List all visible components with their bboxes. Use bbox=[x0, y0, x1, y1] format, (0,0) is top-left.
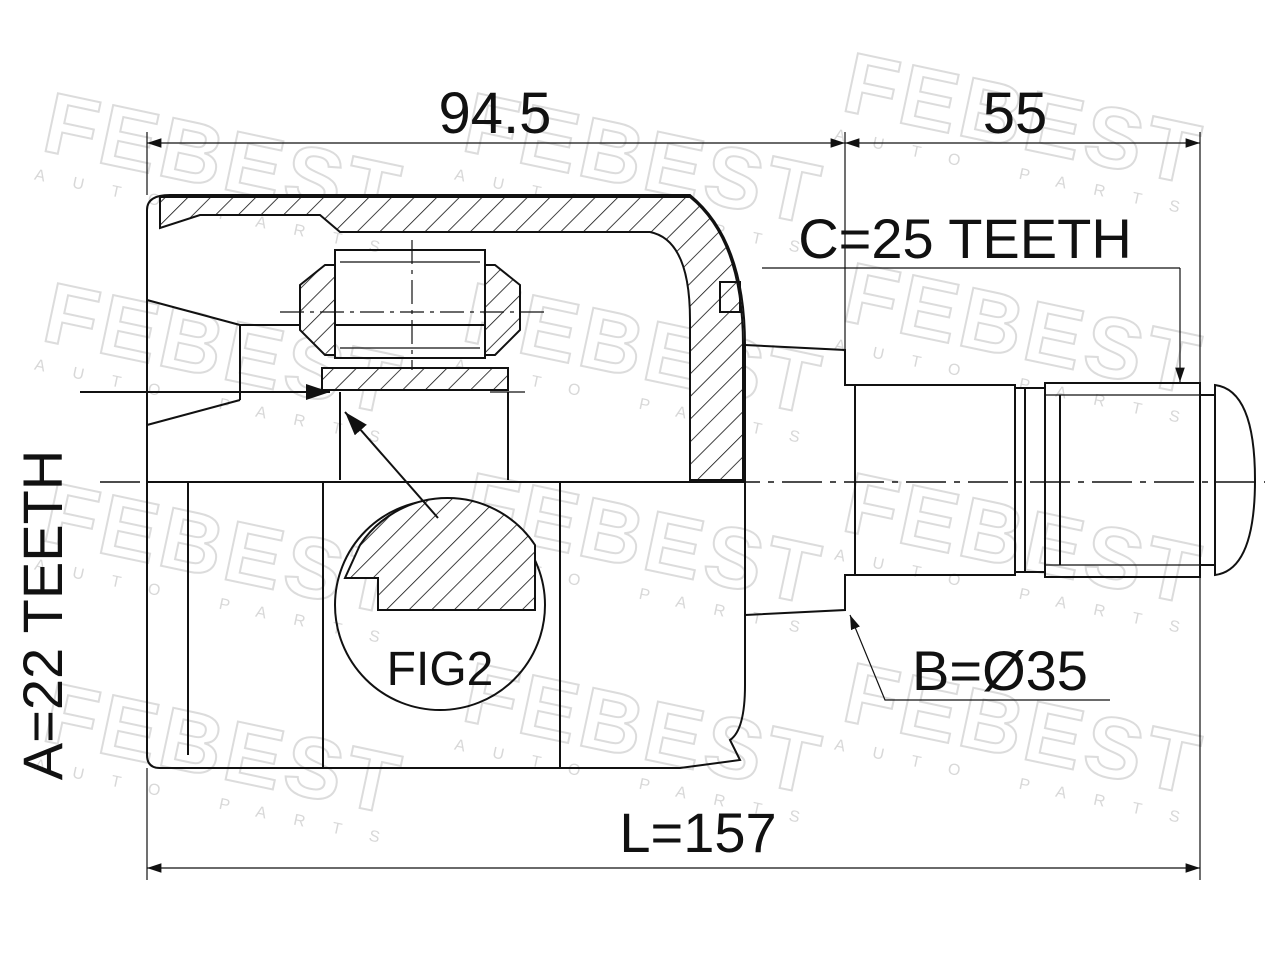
fig2-detail: FIG2 bbox=[334, 497, 546, 711]
fig2-hatch-area bbox=[343, 497, 536, 611]
total-length-label: L=157 bbox=[619, 801, 776, 864]
dim-total-length: L=157 bbox=[147, 801, 1200, 873]
housing-wall-section bbox=[159, 196, 744, 481]
inner-spline-label: A=22 TEETH bbox=[11, 450, 74, 780]
dim-shaft-length: 55 bbox=[845, 81, 1200, 148]
outer-spline-label: C=25 TEETH bbox=[798, 207, 1132, 270]
shaft bbox=[744, 344, 1257, 616]
shaft-length-label: 55 bbox=[983, 81, 1048, 146]
housing-length-label: 94.5 bbox=[439, 81, 552, 146]
watermark-9: FEBEST AUTO PARTS bbox=[833, 454, 1212, 643]
fig2-label: FIG2 bbox=[387, 643, 494, 696]
dim-housing-length: 94.5 bbox=[147, 81, 845, 148]
spider-section bbox=[321, 367, 509, 391]
tripod-roller bbox=[280, 240, 545, 480]
watermark-6: FEBEST AUTO PARTS bbox=[833, 244, 1212, 433]
watermark-layer: FEBEST AUTO PARTS FEBEST AUTO PARTS FEBE… bbox=[33, 34, 1212, 853]
seal-diameter-callout: B=Ø35 bbox=[849, 614, 1110, 702]
seal-diameter-label: B=Ø35 bbox=[912, 639, 1088, 702]
watermark-1: FEBEST AUTO PARTS bbox=[33, 74, 412, 263]
outer-spline-callout: C=25 TEETH bbox=[798, 207, 1185, 382]
watermark-10: FEBEST AUTO PARTS bbox=[33, 664, 412, 853]
fig2-leader bbox=[344, 411, 439, 519]
inner-spline-callout: A=22 TEETH bbox=[11, 450, 74, 780]
